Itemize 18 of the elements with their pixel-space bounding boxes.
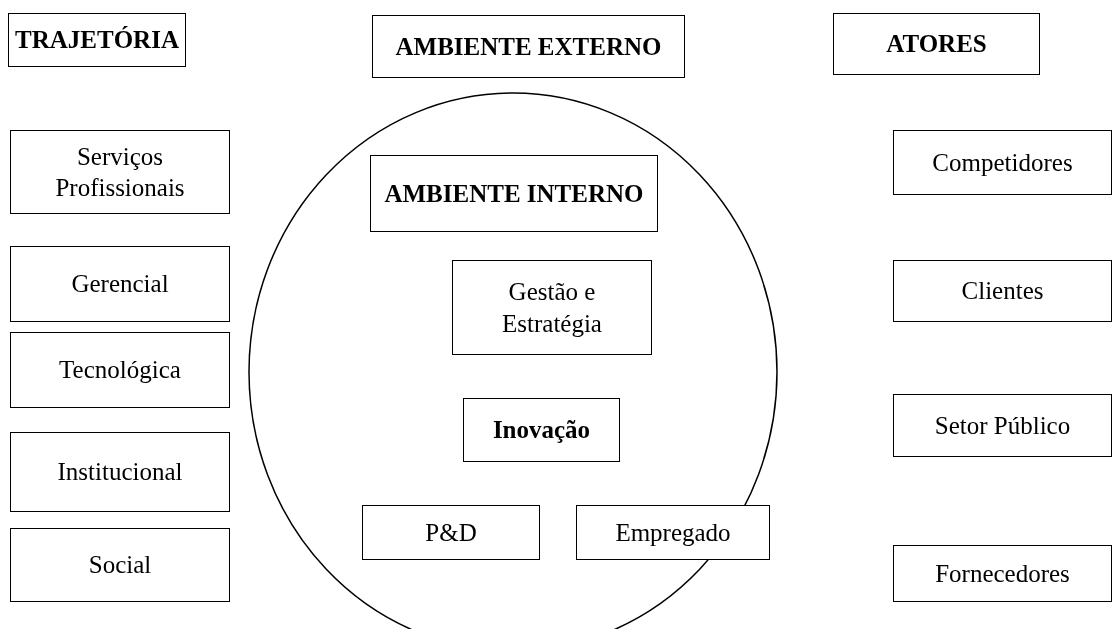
category-box: Competidores	[893, 130, 1112, 195]
heading-box: AMBIENTE INTERNO	[370, 155, 658, 232]
category-box: Institucional	[10, 432, 230, 512]
category-box: Tecnológica	[10, 332, 230, 408]
concept-box: Empregado	[576, 505, 770, 560]
category-box: Clientes	[893, 260, 1112, 322]
category-box: Setor Público	[893, 394, 1112, 457]
heading-box: AMBIENTE EXTERNO	[372, 15, 685, 78]
category-box: Gerencial	[10, 246, 230, 322]
heading-box: TRAJETÓRIA	[8, 13, 186, 67]
category-box: Social	[10, 528, 230, 602]
category-box: Fornecedores	[893, 545, 1112, 602]
heading-box: ATORES	[833, 13, 1040, 75]
ellipse-outline	[248, 92, 778, 629]
category-box: Serviços Profissionais	[10, 130, 230, 214]
concept-box: Gestão e Estratégia	[452, 260, 652, 355]
concept-box: P&D	[362, 505, 540, 560]
concept-box: Inovação	[463, 398, 620, 462]
